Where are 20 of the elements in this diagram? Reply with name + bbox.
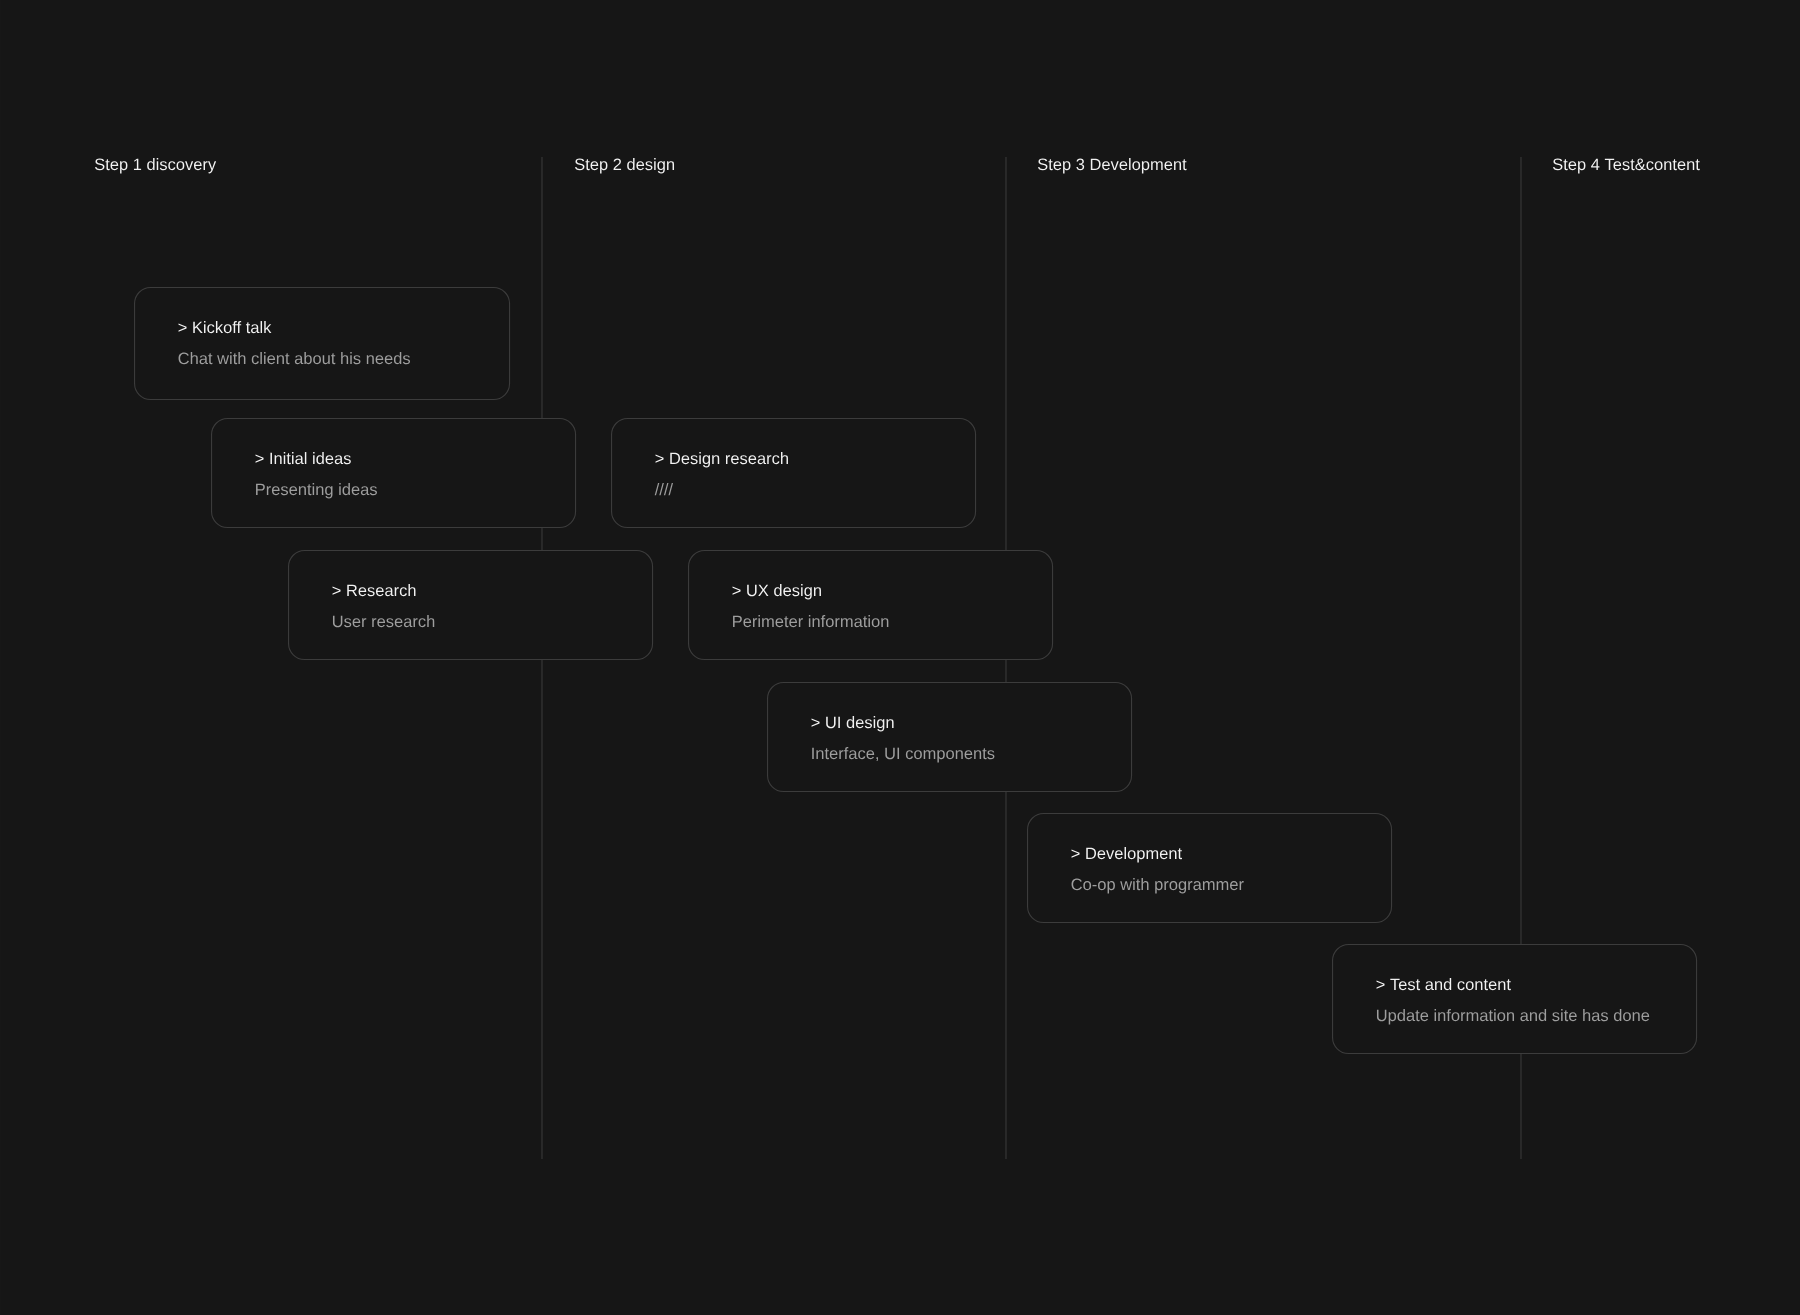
card-description: Co-op with programmer bbox=[1071, 878, 1244, 894]
card-description: Interface, UI components bbox=[812, 747, 995, 763]
card-description: Update information and site has done bbox=[1377, 1009, 1650, 1025]
card-title: > Kickoff talk bbox=[178, 321, 272, 334]
card-description: Chat with client about his needs bbox=[178, 352, 411, 365]
card-title: > UI design bbox=[811, 716, 894, 732]
card-title: > Test and content bbox=[1376, 978, 1511, 991]
card-description: //// bbox=[654, 483, 674, 496]
card-title: > Research bbox=[332, 584, 416, 597]
column-heading: Step 2 design bbox=[574, 158, 674, 174]
column-heading: Step 1 discovery bbox=[94, 158, 217, 174]
card-description: Perimeter information bbox=[733, 615, 889, 628]
card-description: User research bbox=[333, 615, 435, 628]
card-title: > Development bbox=[1071, 847, 1182, 863]
card-title: > Initial ideas bbox=[255, 452, 351, 465]
card-description: Presenting ideas bbox=[256, 483, 377, 499]
card-title: > Design research bbox=[655, 452, 788, 468]
column-heading: Step 4 Test&content bbox=[1552, 158, 1700, 174]
column-heading: Step 3 Development bbox=[1037, 158, 1187, 174]
card-title: > UX design bbox=[732, 584, 821, 600]
